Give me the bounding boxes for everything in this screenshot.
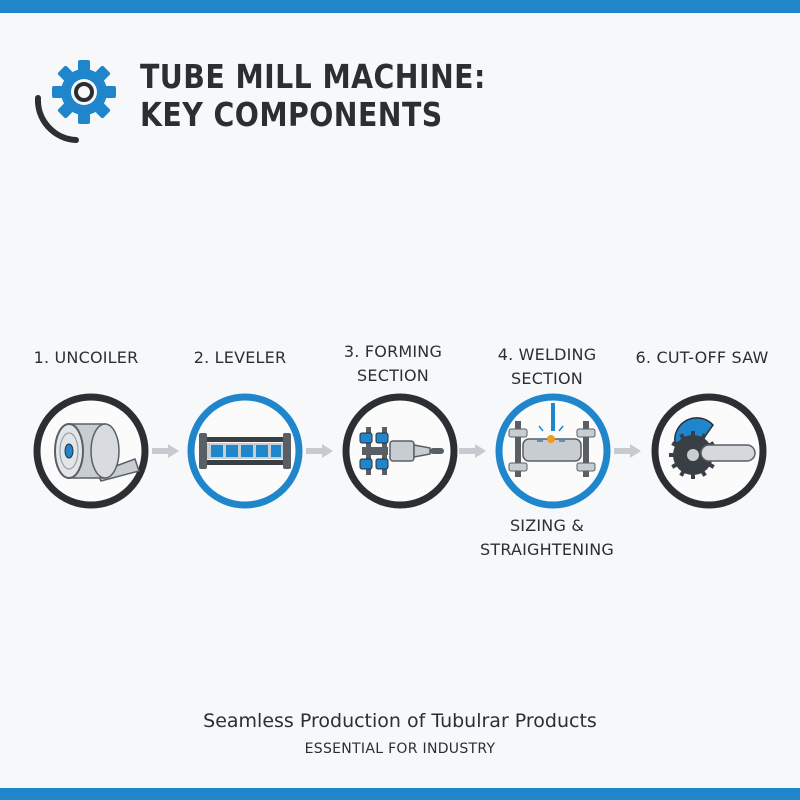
leveler-icon	[187, 393, 303, 509]
page-title: TUBE MILL MACHINE: KEY COMPONENTS	[140, 58, 486, 134]
cutoff-saw-icon	[651, 393, 767, 509]
bottom-accent-bar	[0, 788, 800, 800]
step-2-label: 2. LEVELER	[193, 348, 287, 367]
step-label-cutoff-saw: 6. CUT-OFF SAW	[622, 346, 782, 370]
step-6-label: 6. CUT-OFF SAW	[635, 348, 769, 367]
step-3-label-line2: SECTION	[357, 366, 429, 385]
step-label-forming: 3. FORMING SECTION	[313, 340, 473, 388]
title-line-1: TUBE MILL MACHINE:	[140, 57, 486, 96]
top-accent-bar	[0, 0, 800, 13]
flow-arrow-icon	[152, 444, 179, 458]
flow-arrow-icon	[459, 444, 486, 458]
footer-subtitle: ESSENTIAL FOR INDUSTRY	[304, 741, 496, 757]
step-label-leveler: 2. LEVELER	[160, 346, 320, 370]
sizing-label: SIZING & STRAIGHTENING	[467, 514, 627, 562]
step-4-label-line1: 4. WELDING	[497, 345, 597, 364]
welding-icon	[495, 393, 611, 509]
uncoiler-icon	[33, 393, 149, 509]
flow-arrow-icon	[306, 444, 333, 458]
step-4-label-line2: SECTION	[511, 369, 583, 388]
step-label-uncoiler: 1. UNCOILER	[6, 346, 166, 370]
forming-icon	[342, 393, 458, 509]
sizing-label-line2: STRAIGHTENING	[479, 540, 615, 559]
step-1-label: 1. UNCOILER	[33, 348, 139, 367]
gear-logo-icon	[34, 60, 116, 143]
flow-arrow-icon	[614, 444, 641, 458]
step-3-label-line1: 3. FORMING	[343, 342, 443, 361]
title-line-2: KEY COMPONENTS	[140, 95, 443, 134]
sizing-label-line1: SIZING &	[509, 516, 585, 535]
footer-tagline: Seamless Production of Tubulrar Products	[203, 710, 597, 732]
step-label-welding: 4. WELDING SECTION	[467, 343, 627, 391]
